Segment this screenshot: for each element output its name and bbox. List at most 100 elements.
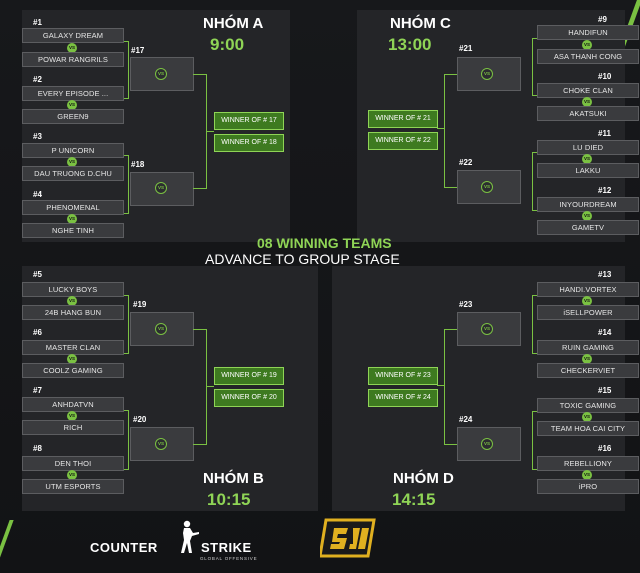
sj-logo-icon <box>318 516 380 562</box>
soldier-icon <box>174 519 200 555</box>
group-c-name: NHÓM C <box>390 15 451 32</box>
match-number: #8 <box>33 444 42 453</box>
vs-badge: VS <box>582 154 592 164</box>
bracket-line <box>532 152 533 211</box>
team-name: INYOURDREAM <box>537 197 639 212</box>
team-name: ASA THANH CONG <box>537 49 639 64</box>
bracket-line <box>193 188 207 189</box>
bracket-line <box>206 131 214 132</box>
team-name: DEN THOI <box>22 456 124 471</box>
bracket-line <box>437 385 445 386</box>
brand-counter-text: COUNTER <box>90 540 158 555</box>
vs-badge: VS <box>481 68 493 80</box>
team-name: TOXIC GAMING <box>537 398 639 413</box>
match-number: #6 <box>33 328 42 337</box>
match-number: #24 <box>459 415 473 424</box>
bracket-line <box>124 98 129 99</box>
match-number: #11 <box>598 129 611 138</box>
bracket-line <box>532 353 537 354</box>
winner-box: WINNER OF # 22 <box>368 132 438 150</box>
bracket-line <box>532 210 537 211</box>
team-name: ANHDATVN <box>22 397 124 412</box>
bracket-line <box>193 329 207 330</box>
bracket-line <box>124 213 129 214</box>
bracket-line <box>124 410 129 411</box>
vs-badge: VS <box>582 354 592 364</box>
bracket-line <box>444 444 457 445</box>
team-name: CHOKE CLAN <box>537 83 639 98</box>
match-number: #14 <box>598 328 612 337</box>
vs-badge: VS <box>582 40 592 50</box>
winner-box: WINNER OF # 23 <box>368 367 438 385</box>
vs-badge: VS <box>582 470 592 480</box>
team-name: GAMETV <box>537 220 639 235</box>
team-name: REBELLIONY <box>537 456 639 471</box>
vs-badge: VS <box>67 411 77 421</box>
team-name: EVERY EPISODE ... <box>22 86 124 101</box>
match-number: #21 <box>459 44 473 53</box>
vs-badge: VS <box>155 323 167 335</box>
match-number: #16 <box>598 444 612 453</box>
center-title: 08 WINNING TEAMS <box>257 235 392 251</box>
match-number: #20 <box>133 415 147 424</box>
bracket-line <box>193 74 207 75</box>
bracket-line <box>124 469 129 470</box>
vs-badge: VS <box>582 296 592 306</box>
match-number: #15 <box>598 386 612 395</box>
team-name: MASTER CLAN <box>22 340 124 355</box>
bracket-line <box>532 38 537 39</box>
match-number: #13 <box>598 270 612 279</box>
vs-badge: VS <box>481 323 493 335</box>
group-c-time: 13:00 <box>388 35 432 54</box>
team-name: DAU TRUONG D.CHU <box>22 166 124 181</box>
team-name: CHECKERVIET <box>537 363 639 378</box>
bracket-line <box>444 329 445 445</box>
group-a-time: 9:00 <box>210 35 245 54</box>
vs-badge: VS <box>67 43 77 53</box>
group-d-name: NHÓM D <box>393 470 454 487</box>
winner-box: WINNER OF # 20 <box>214 389 284 407</box>
team-name: TEAM HOA CAI CITY <box>537 421 639 436</box>
team-name: HANDIFUN <box>537 25 639 40</box>
winner-box: WINNER OF # 21 <box>368 110 438 128</box>
team-name: P UNICORN <box>22 143 124 158</box>
match-number: #3 <box>33 132 42 141</box>
team-name: RICH <box>22 420 124 435</box>
match-number: #12 <box>598 186 612 195</box>
bracket-line <box>444 329 457 330</box>
vs-badge: VS <box>582 211 592 221</box>
vs-badge: VS <box>481 438 493 450</box>
team-name: COOLZ GAMING <box>22 363 124 378</box>
bracket-line <box>532 95 537 96</box>
brand-subtitle: GLOBAL OFFENSIVE <box>200 556 258 561</box>
vs-badge: VS <box>67 100 77 110</box>
bracket-line <box>437 128 445 129</box>
bracket-line <box>128 410 129 470</box>
vs-badge: VS <box>155 182 167 194</box>
bracket-line <box>128 295 129 354</box>
vs-badge: VS <box>582 412 592 422</box>
brand-strike-text: STRIKE <box>201 540 252 555</box>
bracket-line <box>532 295 533 354</box>
team-name: PHENOMENAL <box>22 200 124 215</box>
winner-box: WINNER OF # 19 <box>214 367 284 385</box>
team-name: LUCKY BOYS <box>22 282 124 297</box>
bracket-line <box>444 187 457 188</box>
match-number: #5 <box>33 270 42 279</box>
bracket-line <box>193 444 207 445</box>
bracket-line <box>206 329 207 445</box>
winner-box: WINNER OF # 17 <box>214 112 284 130</box>
team-name: iSELLPOWER <box>537 305 639 320</box>
vs-badge: VS <box>67 157 77 167</box>
bracket-line <box>532 38 533 96</box>
vs-badge: VS <box>67 354 77 364</box>
group-b-time: 10:15 <box>207 490 251 509</box>
center-subtitle: ADVANCE TO GROUP STAGE <box>205 251 400 267</box>
winner-box: WINNER OF # 24 <box>368 389 438 407</box>
team-name: GREEN9 <box>22 109 124 124</box>
bracket-line <box>532 295 537 296</box>
bracket-line <box>128 155 129 214</box>
bracket-line <box>532 152 537 153</box>
vs-badge: VS <box>155 438 167 450</box>
group-a-name: NHÓM A <box>203 15 264 32</box>
